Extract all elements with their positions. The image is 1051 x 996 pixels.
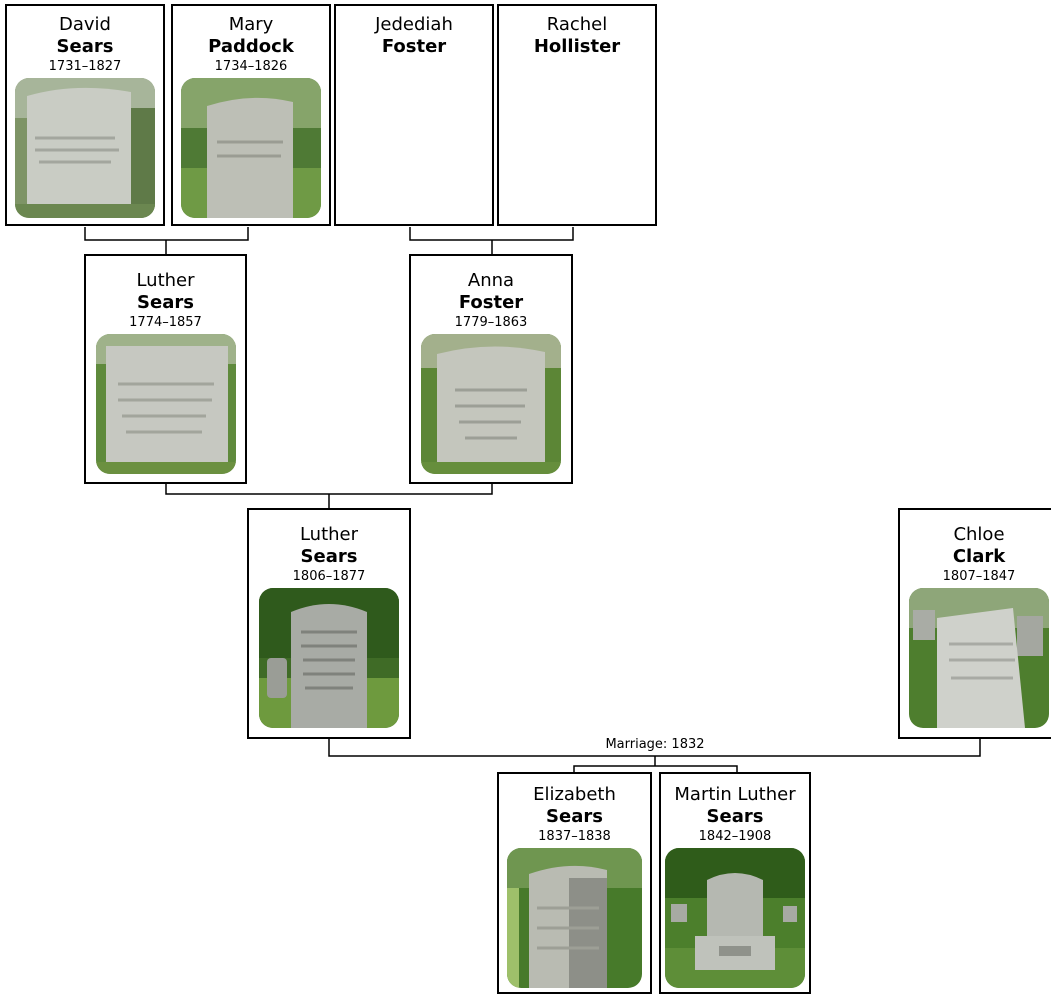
given-name: Chloe (953, 524, 1005, 545)
life-dates: 1734–1826 (214, 59, 288, 74)
person-card-jedediah-foster[interactable]: Jedediah Foster (334, 4, 494, 226)
given-name: David (59, 14, 111, 35)
given-name: Jedediah (375, 14, 453, 35)
person-card-rachel-hollister[interactable]: Rachel Hollister (497, 4, 657, 226)
connector-jedediah-rachel (409, 227, 574, 241)
gravestone-photo[interactable] (95, 334, 236, 474)
person-card-luther-sears-1774[interactable]: Luther Sears 1774–1857 (84, 254, 247, 484)
surname: Sears (546, 806, 603, 827)
life-dates: 1731–1827 (48, 59, 122, 74)
person-card-david-sears[interactable]: David Sears 1731–1827 (5, 4, 165, 226)
given-name: Luther (299, 524, 359, 545)
life-dates: 1779–1863 (454, 315, 528, 330)
surname: Sears (706, 806, 764, 827)
connector-luther-anna (165, 483, 493, 495)
life-dates: 1842–1908 (698, 829, 772, 844)
surname: Hollister (533, 36, 621, 57)
gravestone-photo[interactable] (259, 588, 399, 728)
gravestone-photo[interactable] (665, 848, 805, 988)
connector-david-mary (84, 227, 249, 241)
life-dates: 1837–1838 (538, 829, 611, 844)
gravestone-photo[interactable] (421, 334, 561, 474)
surname: Foster (458, 292, 524, 313)
surname: Sears (56, 36, 114, 57)
life-dates: 1807–1847 (942, 569, 1016, 584)
given-name: Martin Luther (674, 784, 796, 805)
given-name: Mary (228, 14, 274, 35)
person-card-chloe-clark[interactable]: Chloe Clark 1807–1847 (898, 508, 1051, 739)
person-card-anna-foster[interactable]: Anna Foster 1779–1863 (409, 254, 573, 484)
given-name: Anna (467, 270, 515, 291)
surname: Clark (952, 546, 1006, 567)
surname: Sears (300, 546, 358, 567)
given-name: Luther (136, 270, 195, 291)
person-card-martin-luther-sears[interactable]: Martin Luther Sears 1842–1908 (659, 772, 811, 994)
life-dates: 1774–1857 (129, 315, 202, 330)
life-dates: 1806–1877 (292, 569, 366, 584)
gravestone-photo[interactable] (181, 78, 321, 218)
connector-children (573, 765, 738, 772)
surname: Sears (137, 292, 194, 313)
given-name: Rachel (546, 14, 608, 35)
gravestone-photo[interactable] (15, 78, 155, 218)
person-card-elizabeth-sears[interactable]: Elizabeth Sears 1837–1838 (497, 772, 652, 994)
marriage-label: Marriage: 1832 (605, 737, 705, 752)
gravestone-photo[interactable] (507, 848, 642, 988)
given-name: Elizabeth (533, 784, 616, 805)
person-card-luther-sears-1806[interactable]: Luther Sears 1806–1877 (247, 508, 411, 739)
surname: Paddock (208, 36, 294, 57)
gravestone-photo[interactable] (909, 588, 1049, 728)
person-card-mary-paddock[interactable]: Mary Paddock 1734–1826 (171, 4, 331, 226)
surname: Foster (381, 36, 447, 57)
